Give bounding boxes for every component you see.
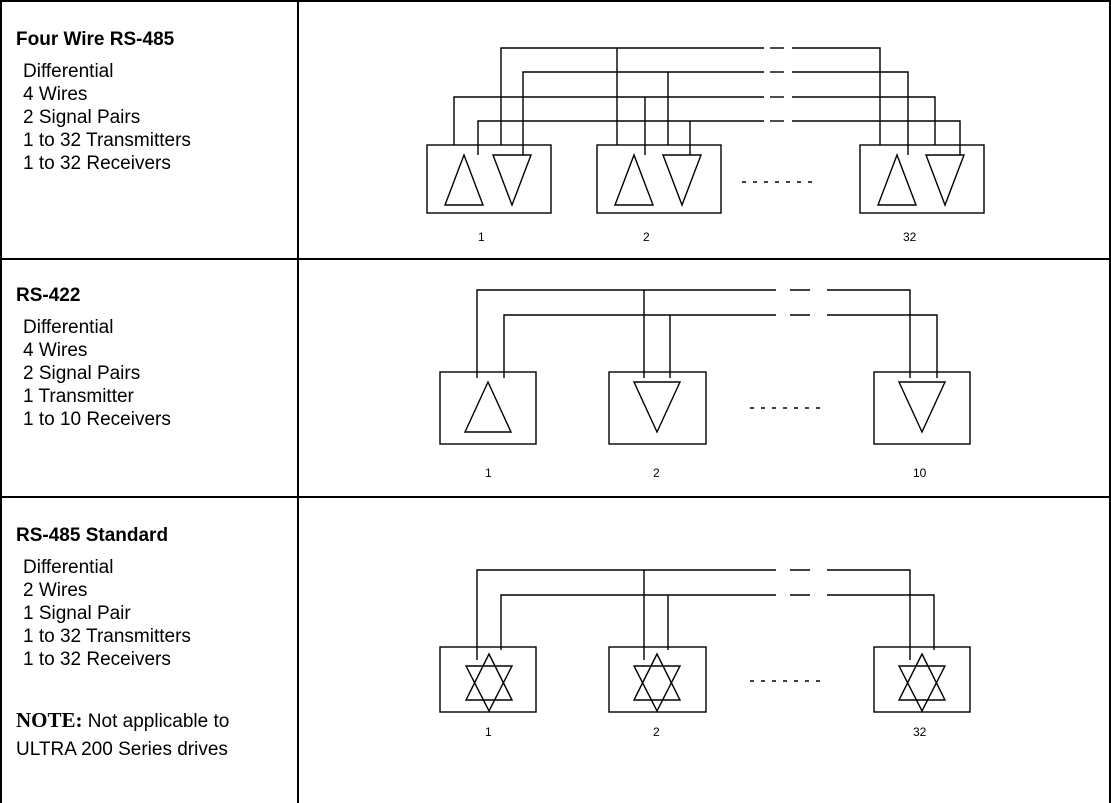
note-line-2: ULTRA 200 Series drives [16, 739, 228, 760]
feature-item: 1 to 32 Transmitters [23, 130, 191, 151]
transmitter-icon [876, 153, 918, 206]
transmitter-icon [443, 153, 485, 206]
node-label: 32 [913, 725, 927, 739]
feature-item: Differential [23, 557, 114, 578]
node-box [608, 371, 707, 445]
transceiver-icon [897, 652, 947, 701]
feature-item: 1 Signal Pair [23, 603, 131, 624]
node-label: 1 [485, 466, 492, 480]
transceiver-icon [632, 665, 682, 713]
note-label: NOTE: [16, 708, 83, 732]
node-box [859, 144, 985, 214]
node-label: 2 [653, 466, 660, 480]
node-label: 2 [653, 725, 660, 739]
transceiver-icon [464, 665, 514, 713]
feature-item: 4 Wires [23, 84, 88, 105]
node-label: 32 [903, 230, 917, 244]
receiver-icon [491, 154, 533, 207]
feature-list: Differential 4 Wires 2 Signal Pairs 1 Tr… [23, 316, 306, 431]
transceiver-icon [897, 665, 947, 713]
section-rs485-standard: RS-485 Standard Differential 2 Wires 1 S… [16, 524, 306, 671]
four-wire-rs485-diagram: 1 2 32 [426, 47, 985, 244]
note: NOTE: Not applicable to ULTRA 200 Series… [16, 708, 229, 762]
note-text: Not applicable to [87, 711, 230, 732]
node-box [873, 371, 971, 445]
transceiver-icon [464, 652, 514, 701]
node-label: 10 [913, 466, 927, 480]
bus-wire [503, 314, 938, 378]
node-label: 2 [643, 230, 650, 244]
bus-wire [476, 289, 911, 378]
bus-wire [477, 120, 961, 155]
feature-item: 1 to 32 Transmitters [23, 626, 191, 647]
transmitter-icon [613, 153, 655, 206]
table-border-right [1109, 258, 1111, 498]
feature-item: Differential [23, 61, 114, 82]
bus-wire [500, 594, 935, 650]
feature-item: 4 Wires [23, 340, 88, 361]
feature-item: 2 Signal Pairs [23, 363, 141, 384]
node-box [439, 371, 537, 445]
feature-item: 1 to 32 Receivers [23, 153, 171, 174]
node-label: 1 [485, 725, 492, 739]
transceiver-icon [632, 652, 682, 701]
receiver-icon [661, 154, 703, 207]
node-label: 1 [478, 230, 485, 244]
section-title: RS-485 Standard [16, 525, 169, 546]
section-four-wire-rs485: Four Wire RS-485 Differential 4 Wires 2 … [16, 28, 306, 175]
feature-item: 1 Transmitter [23, 386, 134, 407]
transmitter-icon [463, 380, 513, 433]
bus-wire [522, 71, 909, 155]
rs485-standard-diagram: 1 2 32 [439, 569, 971, 739]
rs422-diagram: 1 2 10 [439, 289, 971, 480]
bus-wire [453, 96, 936, 145]
section-title: RS-422 [16, 285, 81, 306]
row-divider [0, 496, 1111, 498]
table-border-left [0, 0, 2, 803]
row-divider [0, 258, 1111, 260]
column-divider [297, 0, 299, 803]
feature-item: 1 to 10 Receivers [23, 409, 171, 430]
table-border-top [0, 0, 1111, 2]
feature-list: Differential 2 Wires 1 Signal Pair 1 to … [23, 556, 306, 671]
feature-item: Differential [23, 317, 114, 338]
feature-item: 2 Wires [23, 580, 88, 601]
receiver-icon [924, 154, 966, 207]
node-box [439, 646, 537, 713]
bus-wire [476, 569, 911, 660]
node-box [608, 646, 707, 713]
feature-item: 1 to 32 Receivers [23, 649, 171, 670]
receiver-icon [897, 381, 947, 434]
bus-wire [500, 47, 881, 145]
node-box [426, 144, 552, 214]
note-line-1: NOTE: Not applicable to [16, 708, 229, 734]
table-border-right [1109, 498, 1111, 803]
section-title: Four Wire RS-485 [16, 29, 175, 50]
table-border-right [1109, 0, 1111, 258]
section-rs422: RS-422 Differential 4 Wires 2 Signal Pai… [16, 284, 306, 431]
receiver-icon [632, 381, 682, 434]
node-box [873, 646, 971, 713]
feature-list: Differential 4 Wires 2 Signal Pairs 1 to… [23, 60, 306, 175]
node-box [596, 144, 722, 214]
feature-item: 2 Signal Pairs [23, 107, 141, 128]
